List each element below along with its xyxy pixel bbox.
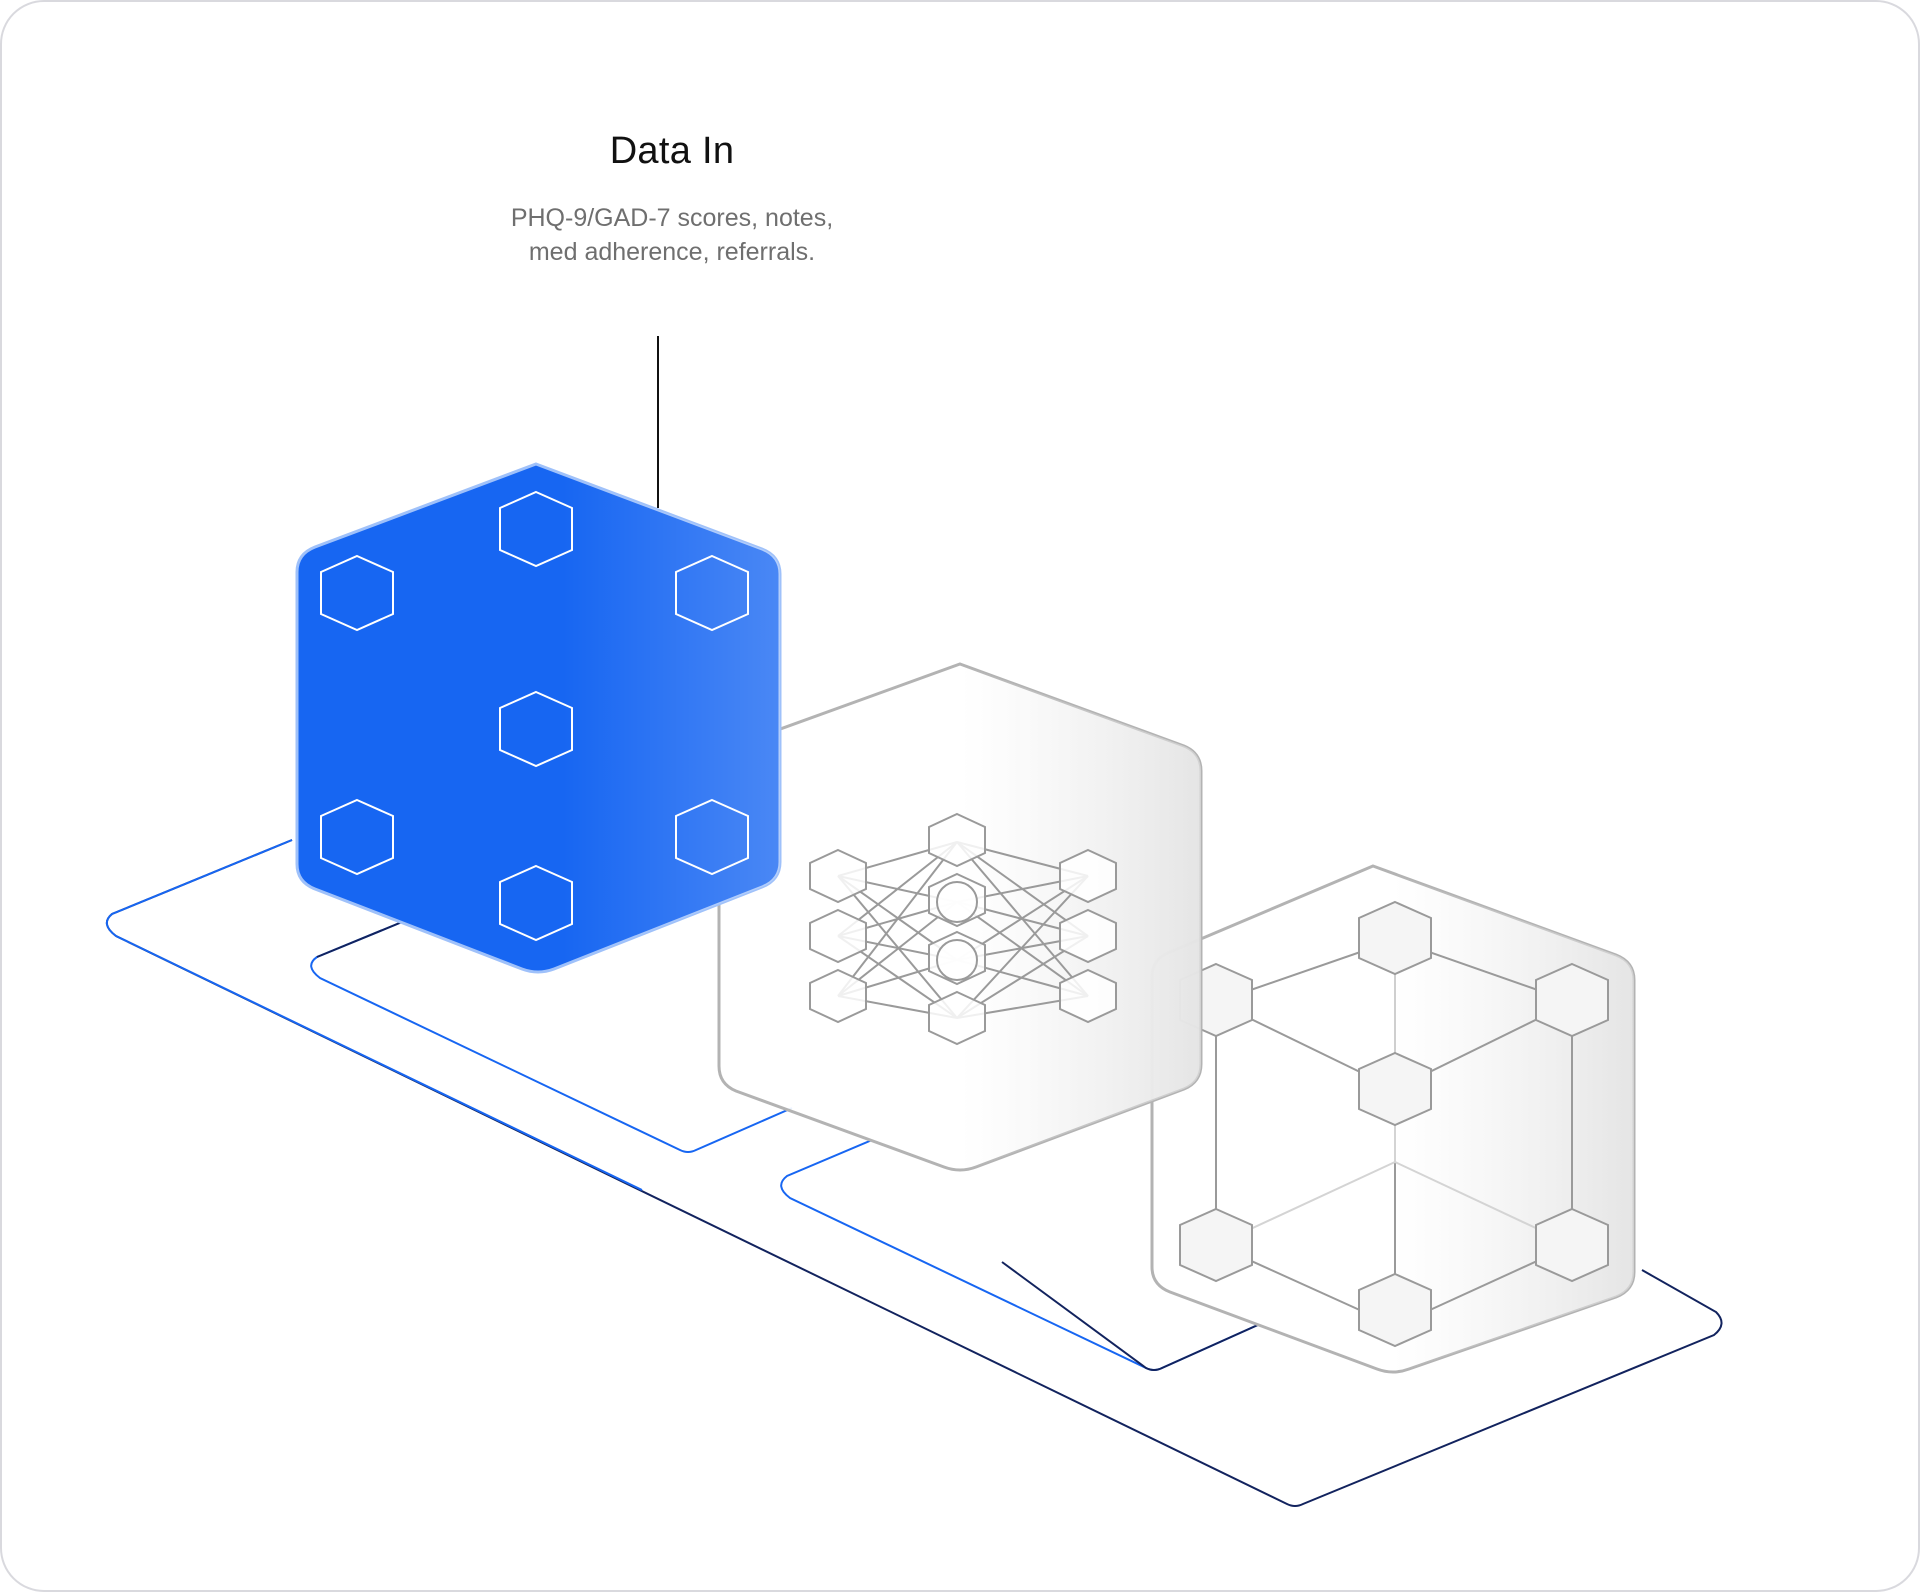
hexagon-icon xyxy=(1358,900,1432,976)
hexagon-icon xyxy=(1059,968,1117,1024)
hexagon-icon xyxy=(320,798,394,876)
middle-track xyxy=(310,921,793,1153)
hexagon-icon xyxy=(675,554,749,632)
hexagon-icon xyxy=(1535,962,1609,1038)
data-in-block xyxy=(295,462,782,974)
callout-subtitle: PHQ-9/GAD-7 scores, notes, med adherence… xyxy=(332,201,1012,269)
hexagon-icon xyxy=(320,554,394,632)
hexagon-icon xyxy=(1358,1272,1432,1348)
callout-subtitle-line-2: med adherence, referrals. xyxy=(528,238,816,266)
hexagon-icon xyxy=(809,908,867,964)
hexagon-icon xyxy=(1358,1051,1432,1127)
callout-subtitle-line-1: PHQ-9/GAD-7 scores, notes, xyxy=(510,204,834,232)
base-tracks xyxy=(105,839,1723,1507)
data-in-callout: Data In PHQ-9/GAD-7 scores, notes, med a… xyxy=(332,130,1012,269)
hexagon-icon xyxy=(809,968,867,1024)
neuron-icon xyxy=(936,939,978,981)
outer-track-blue-segment xyxy=(105,839,643,1191)
hexagon-cluster-icon xyxy=(320,490,749,942)
output-node-hexagons xyxy=(1179,900,1609,1348)
hexagon-icon xyxy=(499,864,573,942)
hexagon-icon xyxy=(1059,908,1117,964)
hexagon-icon xyxy=(1535,1207,1609,1283)
middle-track-dark-segment xyxy=(316,921,403,958)
callout-title: Data In xyxy=(609,130,735,172)
hexagon-icon xyxy=(928,812,986,868)
hexagon-icon xyxy=(809,848,867,904)
neural-network-nodes xyxy=(809,812,1117,1046)
hexagon-icon xyxy=(1179,1207,1253,1283)
processing-block xyxy=(717,662,1203,1172)
neuron-icon xyxy=(936,881,978,923)
hexagon-icon xyxy=(1059,848,1117,904)
hexagon-icon xyxy=(499,490,573,568)
hexagon-icon xyxy=(928,990,986,1046)
hexagon-icon xyxy=(675,798,749,876)
data-in-block-sheen xyxy=(297,464,780,972)
output-block xyxy=(1150,864,1636,1374)
hexagon-icon xyxy=(499,690,573,768)
inner-track-dark-segment xyxy=(1001,1261,1261,1371)
